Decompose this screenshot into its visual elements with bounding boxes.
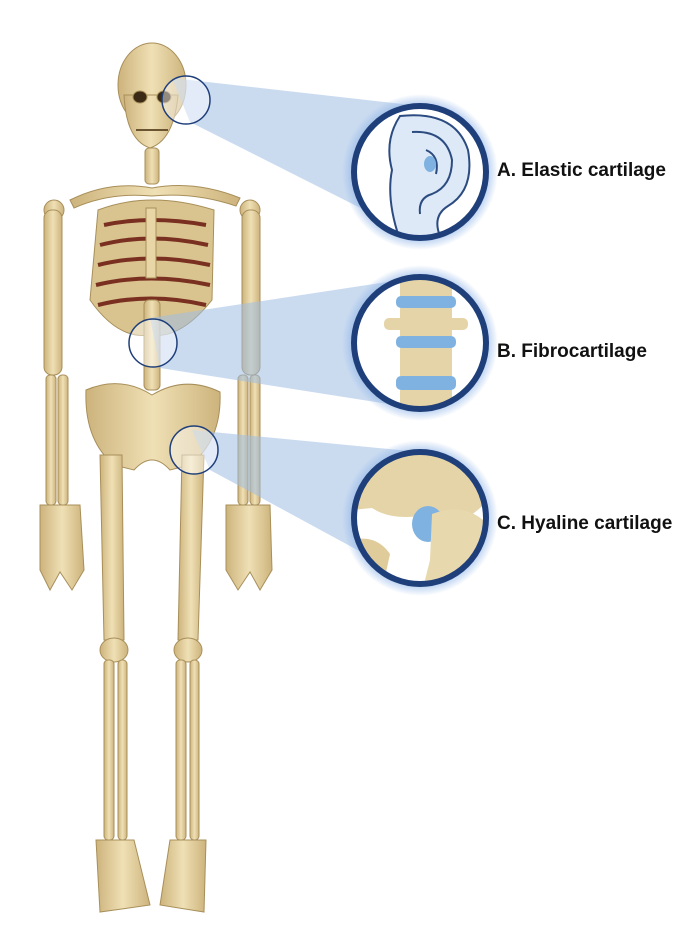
source-circle-c: [170, 426, 218, 474]
disc-2: [396, 336, 456, 348]
callout-c-hip: [342, 440, 498, 600]
label-hyaline-cartilage: C. Hyaline cartilage: [497, 513, 672, 535]
left-arm: [226, 200, 272, 590]
source-circle-b: [129, 319, 177, 367]
callout-a-ear: [342, 94, 498, 250]
right-arm: [40, 200, 84, 590]
right-leg: [96, 455, 150, 912]
cervical-spine: [145, 148, 159, 184]
disc-3: [396, 376, 456, 390]
left-leg: [160, 455, 206, 912]
disc-1: [396, 296, 456, 308]
callout-b-vertebrae: [342, 265, 498, 430]
label-fibrocartilage: B. Fibrocartilage: [497, 341, 647, 363]
source-circle-a: [162, 76, 210, 124]
label-elastic-cartilage: A. Elastic cartilage: [497, 160, 666, 182]
